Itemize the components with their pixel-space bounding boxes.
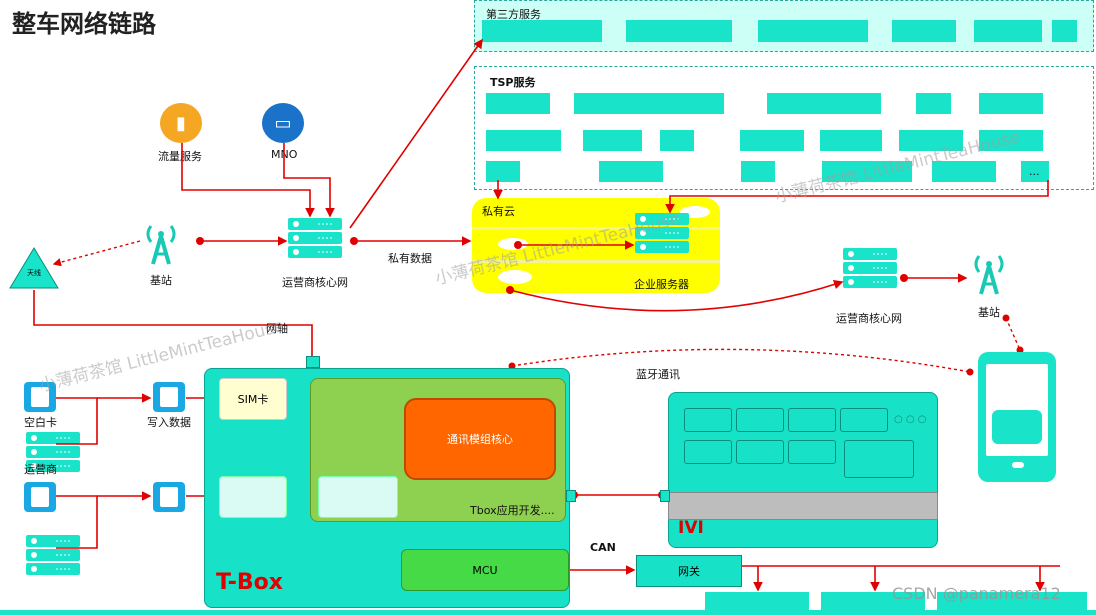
ivi-cell bbox=[684, 408, 732, 432]
ecu-box bbox=[821, 592, 925, 615]
flow-service-icon: ▮ bbox=[160, 103, 202, 143]
app-module bbox=[318, 476, 398, 518]
third-party-bar bbox=[974, 20, 1042, 42]
can-label: CAN bbox=[590, 541, 616, 554]
tsp-bar bbox=[486, 93, 550, 114]
cloud-band bbox=[472, 227, 720, 230]
tsp-bar bbox=[932, 161, 996, 182]
ivi-cell bbox=[840, 408, 888, 432]
third-party-bar bbox=[892, 20, 956, 42]
third-party-bar bbox=[626, 20, 732, 42]
antenna-label: 天线 bbox=[27, 269, 41, 277]
tsp-bar bbox=[767, 93, 881, 114]
monitor-icon: ▭ bbox=[262, 103, 304, 143]
gateway-box: 网关 bbox=[636, 555, 742, 587]
base-station-left-label: 基站 bbox=[150, 274, 172, 287]
tsp-bar bbox=[1021, 161, 1049, 182]
tsp-panel bbox=[474, 66, 1094, 190]
tsp-label: TSP服务 bbox=[490, 76, 536, 89]
tsp-bar bbox=[979, 130, 1043, 151]
base-station-right-label: 基站 bbox=[978, 306, 1000, 319]
tsp-bar bbox=[822, 161, 912, 182]
tsp-bar bbox=[916, 93, 951, 114]
ivi-cell bbox=[788, 408, 836, 432]
comm-module-core: 通讯模组核心 bbox=[404, 398, 556, 480]
ivi-cell bbox=[736, 440, 784, 464]
tsp-bar bbox=[741, 161, 775, 182]
third-party-bar bbox=[482, 20, 602, 42]
tbox-port bbox=[306, 356, 320, 368]
tsp-bar bbox=[583, 130, 642, 151]
bottom-strip bbox=[0, 610, 1096, 615]
tsp-bar bbox=[899, 130, 963, 151]
feeder-label: 网轴 bbox=[266, 322, 288, 335]
write-data-label: 写入数据 bbox=[147, 416, 191, 429]
tsp-more: ... bbox=[1029, 165, 1040, 178]
ecu-box bbox=[705, 592, 809, 615]
ivi-port bbox=[660, 490, 670, 502]
core-net-right-label: 运营商核心网 bbox=[836, 312, 902, 325]
bluetooth-label: 蓝牙通讯 bbox=[636, 368, 680, 381]
cloud-band bbox=[472, 260, 720, 263]
csdn-watermark: CSDN @panamera12 bbox=[892, 584, 1061, 603]
tsp-bar bbox=[740, 130, 804, 151]
ivi-knobs: ○ ○ ○ bbox=[894, 414, 927, 425]
tbox-side-port bbox=[566, 490, 576, 502]
ivi-cell bbox=[684, 440, 732, 464]
sim-card: SIM卡 bbox=[219, 378, 287, 420]
tbox-app-label: Tbox应用开发.... bbox=[470, 504, 555, 517]
tsp-bar bbox=[486, 130, 561, 151]
tsp-bar bbox=[599, 161, 663, 182]
operator-label: 运营商 bbox=[24, 463, 57, 476]
flow-service-label: 流量服务 bbox=[158, 150, 202, 163]
ivi-bus bbox=[668, 492, 938, 520]
mcu-box: MCU bbox=[401, 549, 569, 591]
third-party-bar bbox=[758, 20, 868, 42]
phone-icon bbox=[978, 352, 1056, 482]
ivi-cell bbox=[844, 440, 914, 478]
ivi-name: IVI bbox=[678, 518, 704, 538]
tsp-bar bbox=[486, 161, 520, 182]
ivi-cell bbox=[736, 408, 784, 432]
private-data-label: 私有数据 bbox=[388, 252, 432, 265]
private-cloud-label: 私有云 bbox=[482, 205, 515, 218]
ecu-box bbox=[937, 592, 1087, 615]
third-party-bar bbox=[1052, 20, 1077, 42]
page-title: 整车网络链路 bbox=[12, 10, 156, 38]
tsp-bar bbox=[660, 130, 694, 151]
tsp-bar bbox=[574, 93, 724, 114]
second-card-slot bbox=[219, 476, 287, 518]
tsp-bar bbox=[820, 130, 882, 151]
core-net-left-label: 运营商核心网 bbox=[282, 276, 348, 289]
tbox-name: T-Box bbox=[216, 570, 283, 595]
third-party-label: 第三方服务 bbox=[486, 8, 541, 21]
ivi-cell bbox=[788, 440, 836, 464]
tsp-bar bbox=[979, 93, 1043, 114]
blank-card-label: 空白卡 bbox=[24, 416, 57, 429]
